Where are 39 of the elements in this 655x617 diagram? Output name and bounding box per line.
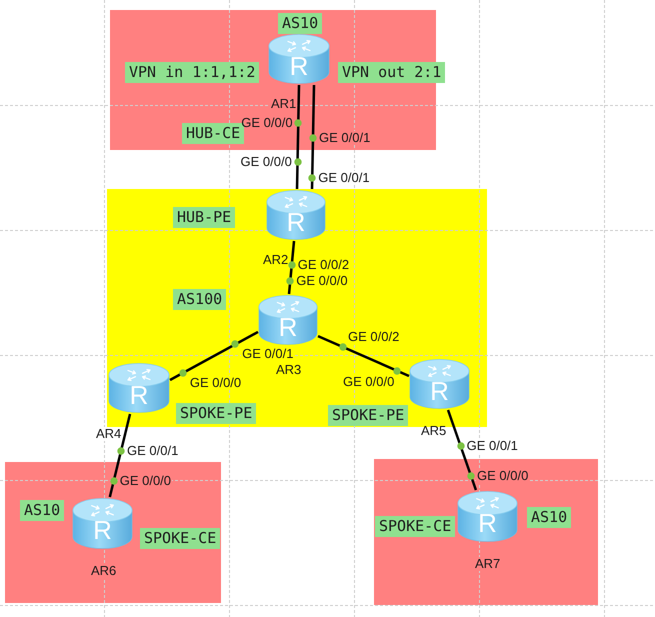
network-zone: [5, 462, 221, 603]
port-label: GE 0/0/2: [347, 330, 400, 344]
link-line: [288, 240, 296, 294]
link-line: [108, 414, 132, 498]
port-label: GE 0/0/0: [118, 474, 172, 488]
port-label: GE 0/0/0: [295, 274, 349, 288]
name-tag: AS10: [278, 13, 322, 34]
port-label: GE 0/0/0: [188, 376, 242, 390]
router-name: AR7: [474, 557, 502, 571]
name-tag: HUB-PE: [173, 207, 236, 228]
port-label: GE 0/0/1: [466, 439, 519, 453]
link-line: [169, 330, 259, 382]
port-label: GE 0/0/1: [318, 131, 372, 146]
router-name: AR6: [90, 564, 118, 578]
network-zone: [374, 459, 598, 605]
name-tag: SPOKE-CE: [140, 528, 220, 549]
name-tag: AS10: [20, 500, 64, 521]
link-line: [318, 334, 410, 378]
name-tag: AS100: [173, 289, 226, 310]
router-name: AR4: [95, 427, 122, 441]
router-name: AR1: [270, 97, 298, 111]
router-name: AR2: [262, 253, 290, 267]
port-label: GE 0/0/0: [240, 154, 293, 169]
router-name: AR3: [275, 363, 302, 377]
port-label: GE 0/0/0: [476, 469, 530, 483]
link-line: [296, 84, 300, 190]
name-tag: VPN out 2:1: [338, 62, 446, 83]
name-tag: VPN in 1:1,1:2: [125, 62, 260, 83]
port-label: GE 0/0/1: [317, 170, 371, 185]
name-tag: SPOKE-PE: [176, 403, 256, 424]
port-label: GE 0/0/1: [126, 444, 180, 458]
port-label: GE 0/0/0: [342, 374, 396, 389]
port-label: GE 0/0/2: [296, 258, 350, 272]
link-line: [310, 84, 316, 190]
name-tag: AS10: [527, 507, 572, 528]
name-tag: SPOKE-CE: [375, 516, 456, 537]
name-tag: SPOKE-PE: [328, 405, 408, 426]
router-name: AR5: [420, 424, 448, 438]
port-label: GE 0/0/1: [241, 347, 294, 362]
